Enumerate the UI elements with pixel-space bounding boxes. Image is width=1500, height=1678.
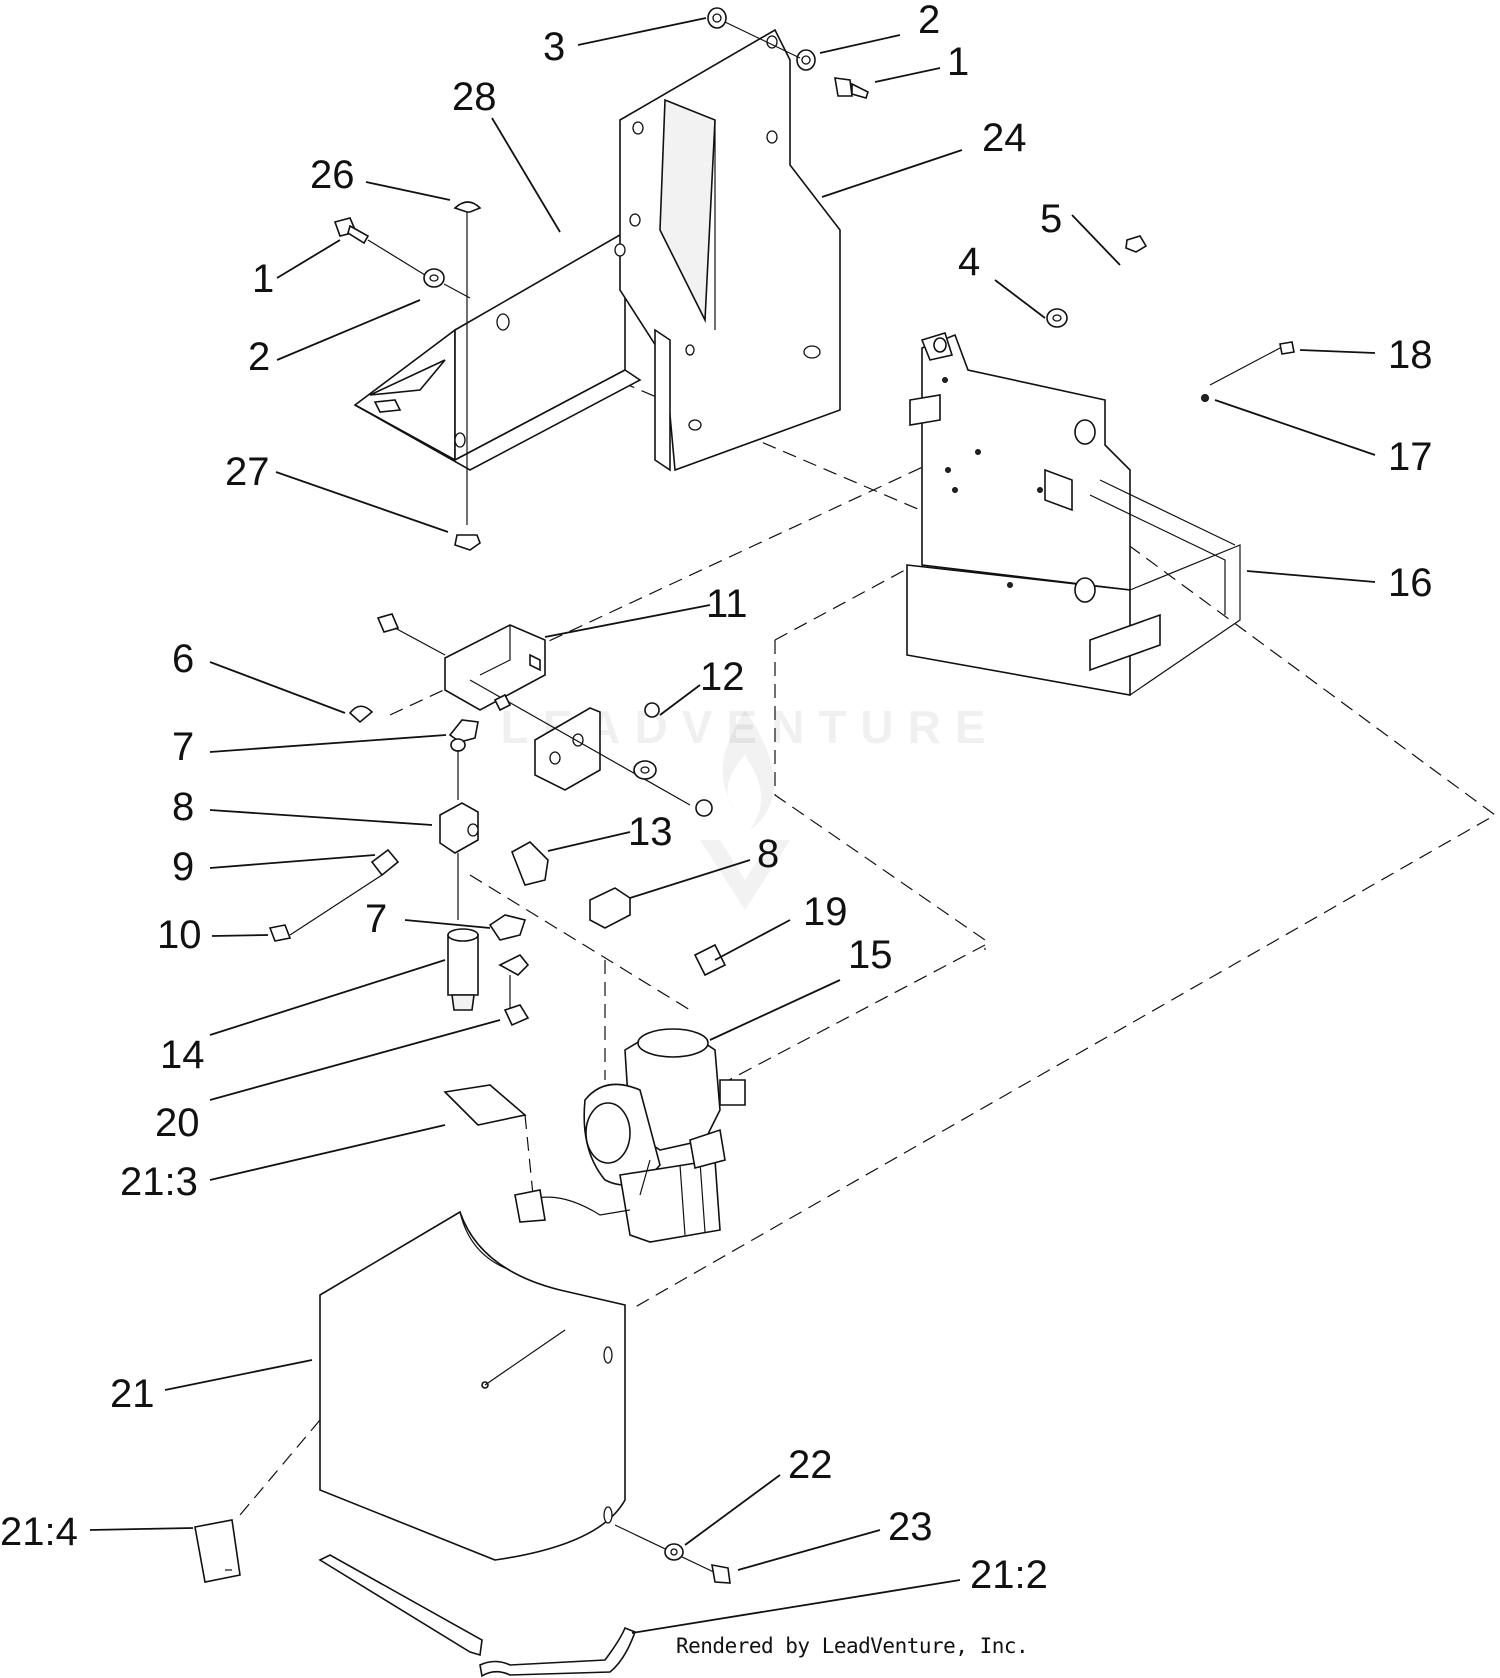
- part-14-pressure-switch: [447, 928, 479, 1011]
- part-21-4-decal: [194, 1519, 241, 1583]
- callout-24: 24: [982, 116, 1027, 160]
- callout-1: 1: [947, 40, 969, 84]
- callout-8: 8: [172, 785, 194, 829]
- callout-27: 27: [225, 450, 270, 494]
- part-21-3-decal: [443, 1084, 527, 1126]
- callout-21-3: 21:3: [120, 1160, 198, 1204]
- callout-26: 26: [310, 153, 355, 197]
- callout-8-second: 8: [757, 832, 779, 876]
- render-credit: Rendered by LeadVenture, Inc.: [676, 1634, 1029, 1658]
- callout-12: 12: [700, 655, 745, 699]
- callout-2: 2: [918, 0, 940, 42]
- callout-14: 14: [160, 1033, 205, 1077]
- callout-21-2: 21:2: [970, 1553, 1048, 1597]
- callout-18: 18: [1388, 333, 1433, 377]
- callout-22: 22: [788, 1443, 833, 1487]
- hydraulic-fittings: [268, 693, 727, 1027]
- callout-21-4: 21:4: [0, 1510, 78, 1554]
- callout-2-second: 2: [248, 335, 270, 379]
- callout-7: 7: [172, 725, 194, 769]
- callout-23: 23: [888, 1505, 933, 1549]
- callout-16: 16: [1388, 561, 1433, 605]
- callout-4: 4: [958, 240, 980, 284]
- callout-5: 5: [1040, 197, 1062, 241]
- callout-15: 15: [848, 933, 893, 977]
- part-16-battery-tray: [906, 332, 1241, 696]
- part-21-2-strip: [318, 1554, 637, 1678]
- callout-20: 20: [155, 1101, 200, 1145]
- callout-7-second: 7: [365, 897, 387, 941]
- callout-21: 21: [110, 1372, 155, 1416]
- hardware-bottom: [614, 1524, 731, 1584]
- part-15-pump-motor: [514, 1028, 746, 1243]
- part-24-mounting-plate: [614, 28, 841, 472]
- hardware-top-left: [333, 201, 482, 551]
- callout-labels: 3 2 1 28 24 26 1 2 5 4 18 17 27 16 11 6 …: [0, 0, 1433, 1597]
- leadventure-flame-logo: [690, 700, 800, 920]
- callout-6: 6: [172, 637, 194, 681]
- hardware-top-right: [707, 7, 869, 99]
- callout-19: 19: [803, 890, 848, 934]
- callout-1-second: 1: [252, 257, 274, 301]
- part-21-cover: [319, 1210, 626, 1561]
- callout-9: 9: [172, 845, 194, 889]
- callout-28: 28: [452, 75, 497, 119]
- callout-17: 17: [1388, 435, 1433, 479]
- callout-13: 13: [628, 810, 673, 854]
- part-11-switch-bracket: [348, 613, 546, 724]
- hardware-right: [1046, 235, 1295, 402]
- callout-3: 3: [543, 25, 565, 69]
- leader-lines: [89, 17, 1376, 1634]
- callout-11: 11: [706, 582, 748, 626]
- part-28-mount-bracket: [353, 230, 642, 471]
- callout-10: 10: [157, 913, 202, 957]
